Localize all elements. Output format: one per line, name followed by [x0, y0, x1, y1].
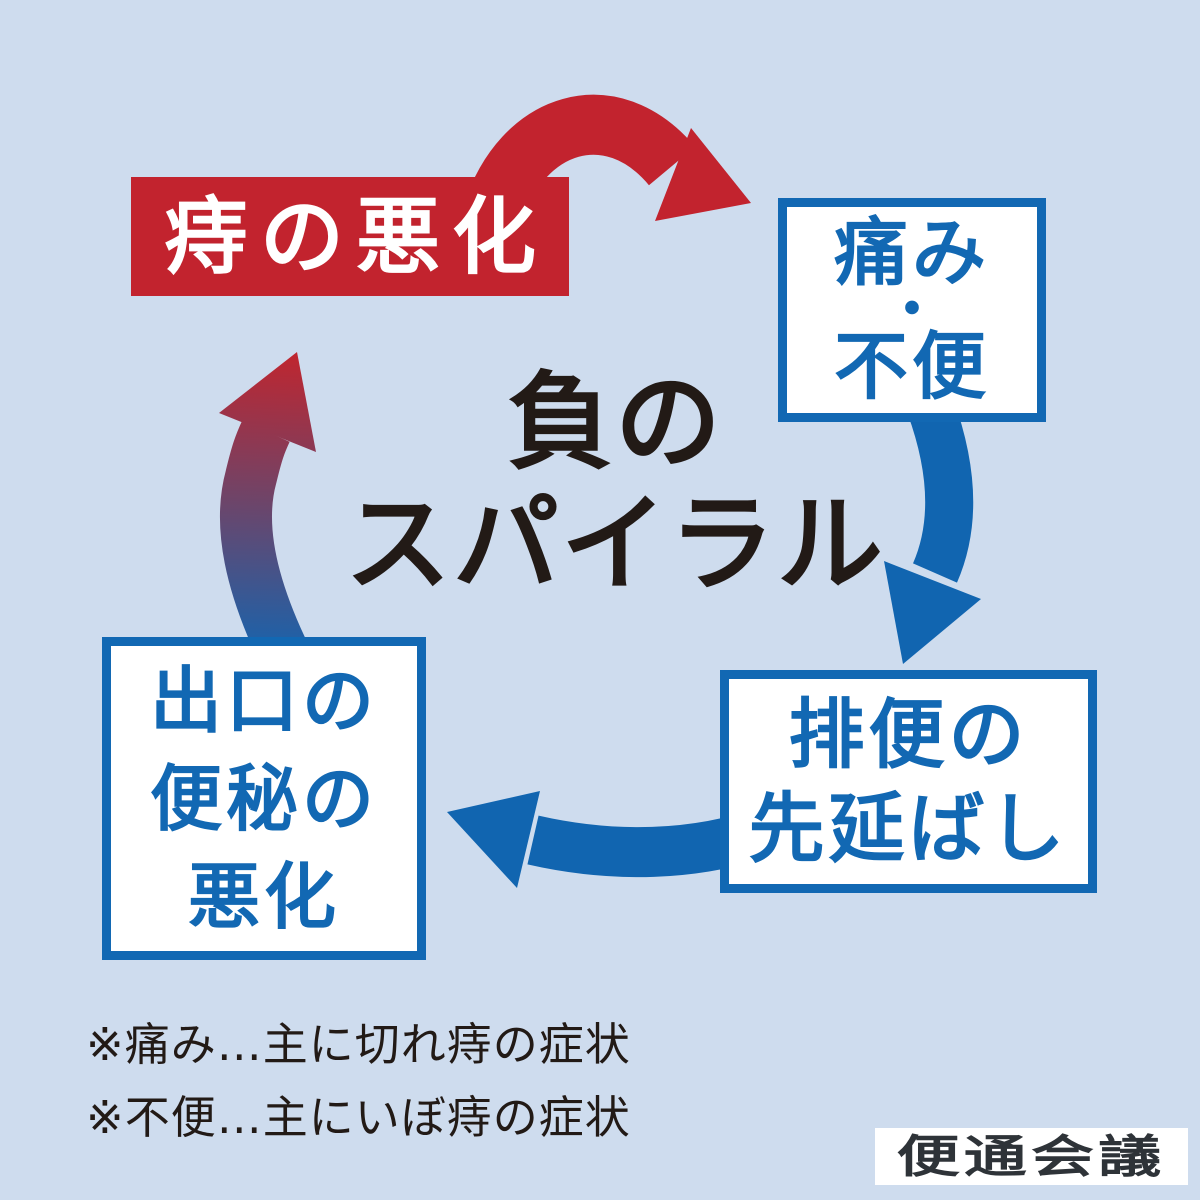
- arrow-pain-to-postpone-icon: [884, 396, 981, 664]
- node-constipation-line3: 悪化: [187, 853, 340, 939]
- node-postpone-defecation: 排便の 先延ばし: [720, 670, 1097, 893]
- node-constipation-line2: 便秘の: [149, 755, 378, 841]
- node-postpone-line2: 先延ばし: [748, 783, 1069, 873]
- diagram-title-line1: 負の: [507, 361, 723, 484]
- node-constipation-line1: 出口の: [149, 657, 378, 743]
- node-hemorrhoid-worsening-label: 痔の悪化: [163, 186, 548, 286]
- footnotes: ※痛み…主に切れ痔の症状 ※不便…主にいぼ痔の症状: [86, 1008, 631, 1154]
- node-pain-line2: 不便: [834, 324, 990, 410]
- node-postpone-line1: 排便の: [788, 689, 1029, 779]
- middle-dot-separator: ・: [884, 277, 940, 343]
- diagram-title-line2: スパイラル: [345, 483, 885, 606]
- arrow-constipation-to-worsening-icon: [219, 352, 316, 672]
- node-pain-line1: 痛み: [834, 210, 990, 296]
- node-hemorrhoid-worsening: 痔の悪化: [131, 177, 569, 296]
- diagram-title: 負の スパイラル: [315, 362, 915, 606]
- footnote-inconvenience: ※不便…主にいぼ痔の症状: [86, 1091, 631, 1144]
- logo-bentsu-kaigi: 便通会議: [897, 1130, 1166, 1183]
- node-pain-inconvenience: 痛み ・ 不便: [778, 198, 1046, 422]
- logo-plate: 便通会議: [875, 1128, 1188, 1185]
- footnote-pain: ※痛み…主に切れ痔の症状: [86, 1018, 631, 1071]
- node-exit-constipation: 出口の 便秘の 悪化: [102, 637, 426, 960]
